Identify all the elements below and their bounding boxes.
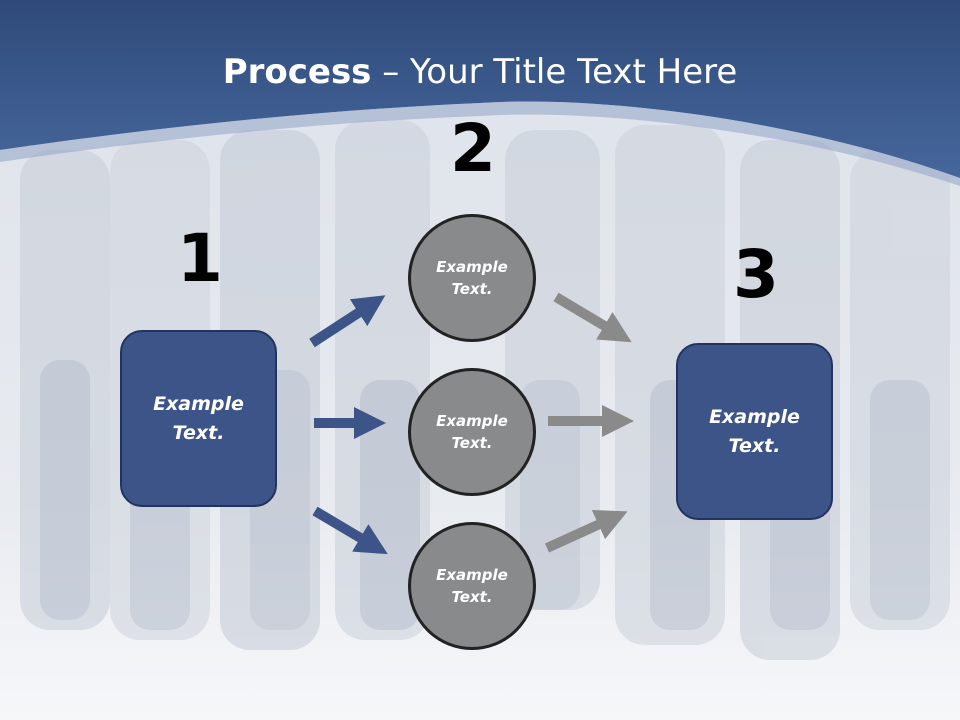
slide-title-bold: Process	[222, 52, 372, 92]
circle-top: Example Text.	[408, 214, 536, 342]
step-number-3: 3	[733, 236, 779, 313]
circle-bottom-label: Example Text.	[436, 565, 508, 607]
circle-bottom: Example Text.	[408, 522, 536, 650]
slide-title: Process – Your Title Text Here	[0, 52, 960, 92]
circle-middle: Example Text.	[408, 368, 536, 496]
arrow-gray-up	[544, 510, 628, 553]
step-3-label: Example Text.	[709, 406, 800, 457]
arrow-gray-down	[553, 292, 632, 343]
slide-title-rest: – Your Title Text Here	[371, 52, 738, 92]
arrow-blue-up	[309, 295, 386, 348]
arrow-blue-down	[312, 506, 388, 555]
step-number-1: 1	[177, 220, 223, 297]
step-3-box: Example Text.	[676, 343, 833, 520]
header-band	[0, 0, 960, 178]
step-number-2: 2	[450, 110, 496, 187]
circle-middle-label: Example Text.	[436, 411, 508, 453]
header-band-edge	[0, 101, 960, 186]
circle-top-label: Example Text.	[436, 257, 508, 299]
step-1-label: Example Text.	[153, 393, 244, 444]
step-1-box: Example Text.	[120, 330, 277, 507]
